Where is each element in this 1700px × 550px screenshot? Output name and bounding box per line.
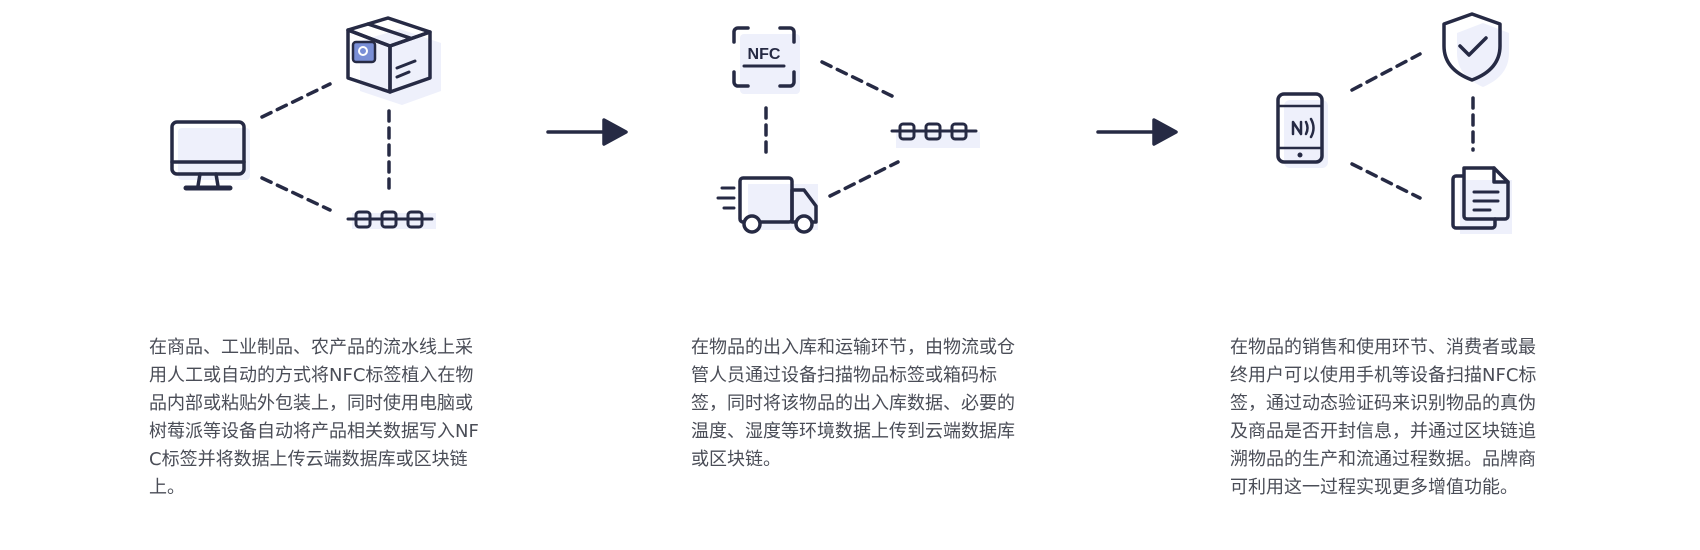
arrow-right-icon (546, 118, 628, 146)
stage-2-connectors (764, 60, 900, 198)
stage-3-description: 在物品的销售和使用环节、消费者或最终用户可以使用手机等设备扫描NFC标签，通过动… (1230, 337, 1537, 498)
package-box-icon (346, 16, 441, 105)
nfc-tag-icon (732, 26, 800, 94)
stage-1-connectors (260, 82, 391, 212)
nfc-tag-label: NFC (748, 46, 781, 63)
stage-1-description: 在商品、工业制品、农产品的流水线上采用人工或自动的方式将NFC标签植入在物品内部… (149, 337, 479, 498)
smartphone-nfc-icon (1276, 92, 1328, 168)
nfc-process-diagram: NFC (170, 12, 1512, 234)
stage-3-connectors (1350, 52, 1475, 200)
arrow-right-icon (1096, 118, 1178, 146)
document-icon (1451, 166, 1512, 234)
delivery-truck-icon (716, 176, 818, 234)
monitor-icon (170, 120, 250, 191)
chain-link-icon (346, 210, 436, 229)
stage-2-description: 在物品的出入库和运输环节，由物流或仓管人员通过设备扫描物品标签或箱码标签，同时将… (691, 337, 1015, 470)
shield-check-icon (1442, 12, 1509, 87)
chain-link-icon (890, 122, 980, 148)
